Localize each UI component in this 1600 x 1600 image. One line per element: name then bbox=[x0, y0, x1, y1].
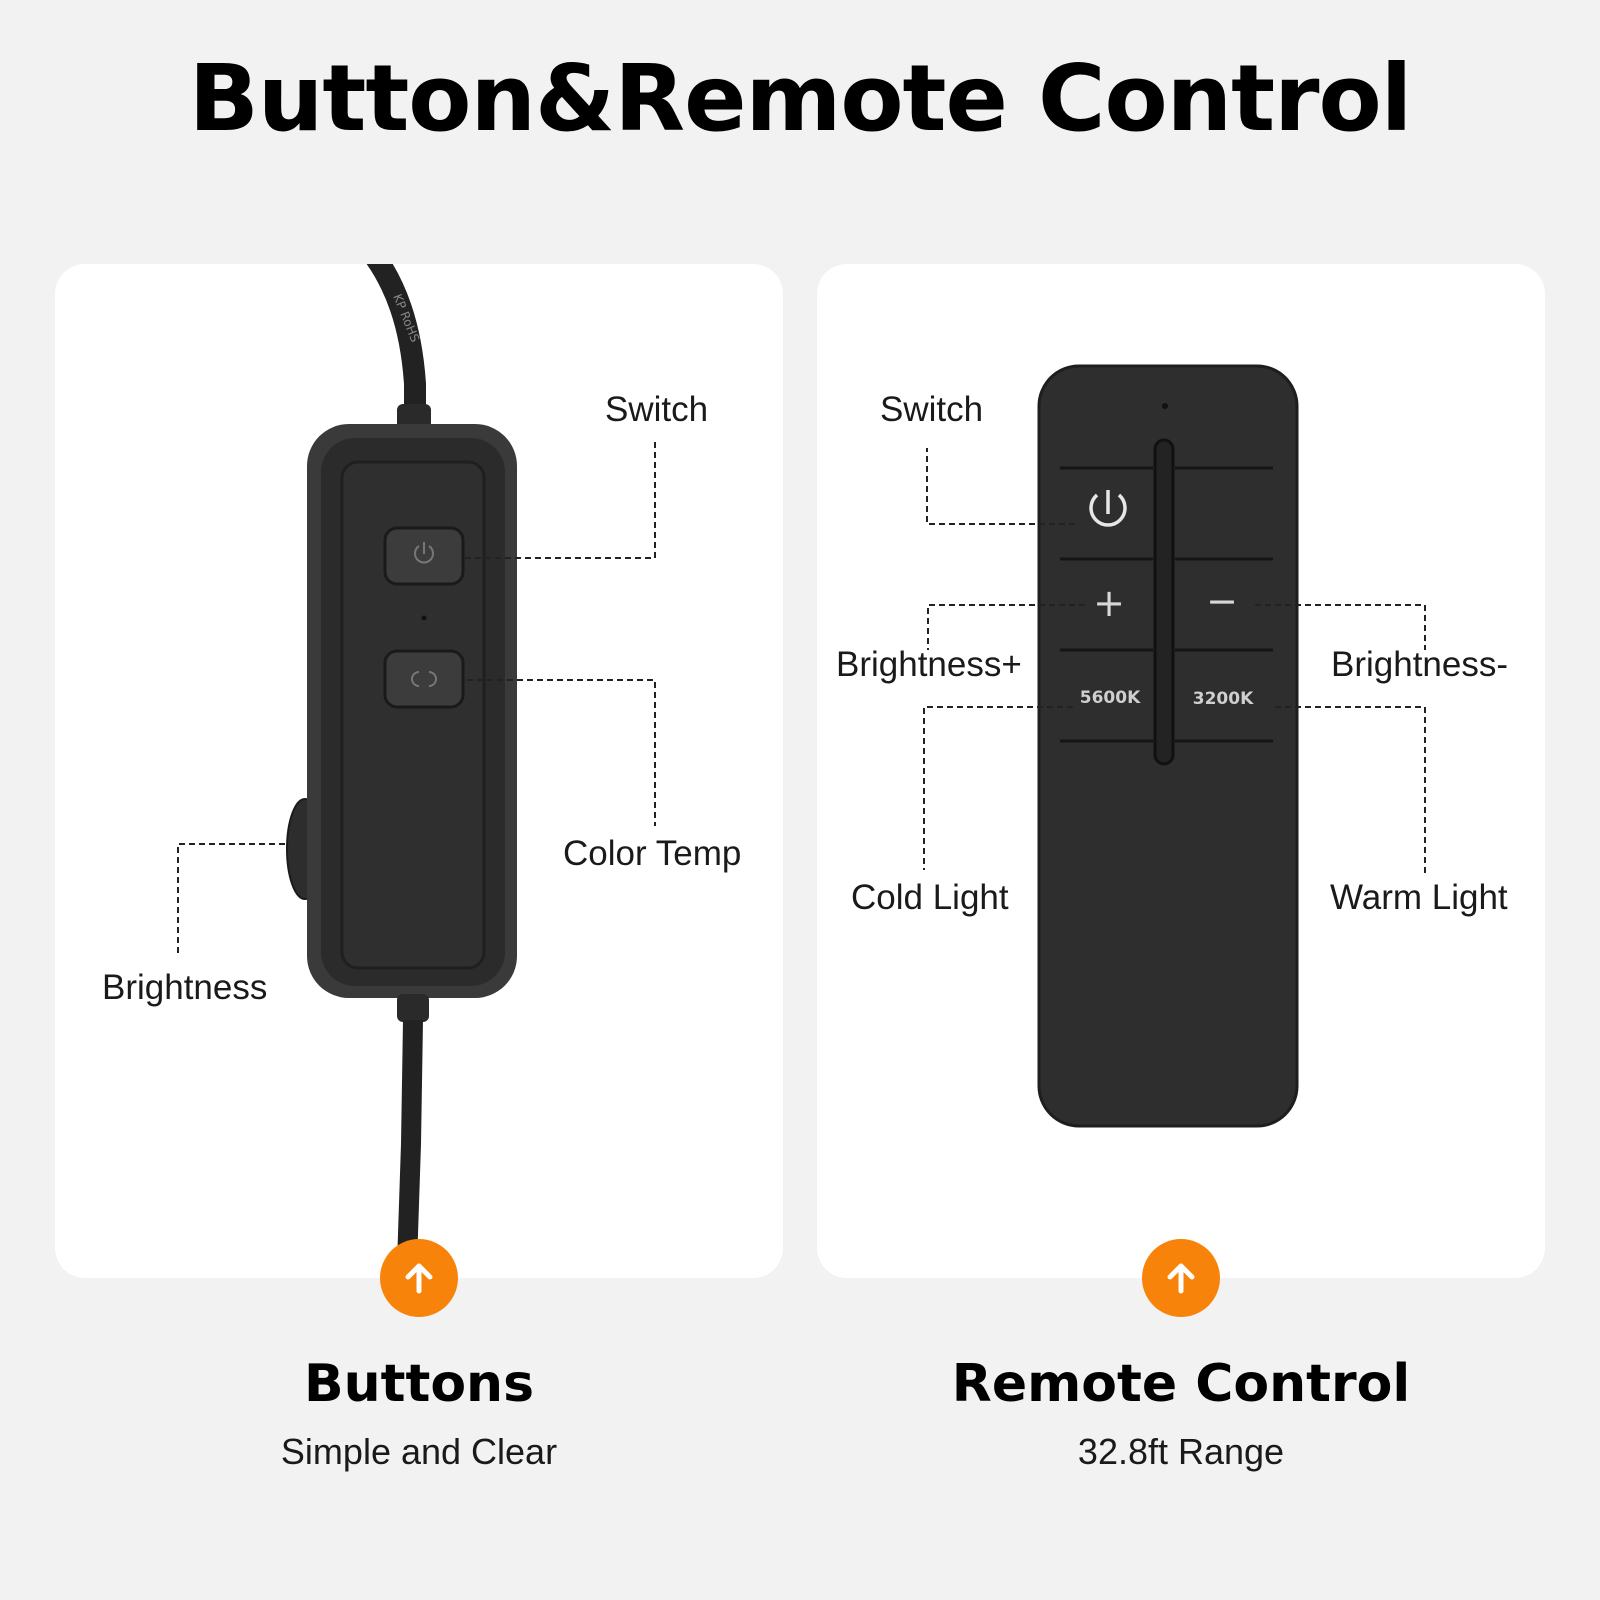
remote-divider bbox=[1153, 438, 1175, 766]
remote-key-grid bbox=[1060, 466, 1273, 743]
power-key[interactable] bbox=[1089, 490, 1127, 527]
label-brightness-plus: Brightness+ bbox=[836, 645, 1022, 684]
leader-lines bbox=[923, 448, 1426, 874]
minus-key[interactable]: − bbox=[1206, 579, 1238, 623]
label-remote-switch: Switch bbox=[880, 390, 984, 429]
top-strain-relief bbox=[397, 404, 431, 430]
indicator-dot bbox=[421, 615, 427, 621]
plus-key[interactable]: + bbox=[1093, 581, 1125, 625]
cycle-icon bbox=[411, 671, 437, 687]
remote-illustration: + − 5600K 3200K bbox=[923, 364, 1426, 1128]
color-temp-button[interactable] bbox=[383, 649, 465, 709]
inline-controller-illustration: KP RoHS bbox=[177, 264, 656, 1265]
caption-remote-title: Remote Control bbox=[951, 1354, 1411, 1414]
power-icon bbox=[1089, 493, 1127, 527]
power-icon bbox=[414, 542, 434, 564]
label-cold-light: Cold Light bbox=[851, 878, 1009, 917]
label-warm-light: Warm Light bbox=[1330, 878, 1508, 917]
page-title: Button&Remote Control bbox=[188, 45, 1413, 152]
buttons-panel: KP RoHS Switch Color Temp Bright bbox=[55, 264, 783, 1278]
leader-lines bbox=[177, 440, 656, 954]
remote-ir-dot bbox=[1162, 403, 1168, 409]
label-color-temp: Color Temp bbox=[563, 834, 742, 873]
arrow-up-icon bbox=[405, 1263, 433, 1294]
bottom-strain-relief bbox=[397, 994, 429, 1022]
cold-key[interactable]: 5600K bbox=[1080, 688, 1141, 708]
bottom-cable bbox=[397, 1019, 423, 1265]
remote-panel: + − 5600K 3200K Switch Brightness+ Brigh… bbox=[817, 264, 1545, 1278]
switch-button[interactable] bbox=[383, 526, 465, 586]
top-cable bbox=[366, 264, 426, 427]
caption-remote-subtitle: 32.8ft Range bbox=[1077, 1431, 1285, 1472]
caption-buttons-subtitle: Simple and Clear bbox=[280, 1431, 558, 1472]
arrow-up-badge-remote bbox=[1142, 1239, 1220, 1317]
label-switch: Switch bbox=[605, 390, 709, 429]
label-brightness: Brightness bbox=[102, 968, 268, 1007]
arrow-up-badge-buttons bbox=[380, 1239, 458, 1317]
arrow-up-icon bbox=[1167, 1263, 1195, 1294]
caption-buttons-title: Buttons bbox=[303, 1354, 535, 1414]
controller-face bbox=[340, 460, 486, 970]
label-brightness-minus: Brightness- bbox=[1331, 645, 1509, 684]
warm-key[interactable]: 3200K bbox=[1193, 689, 1254, 709]
